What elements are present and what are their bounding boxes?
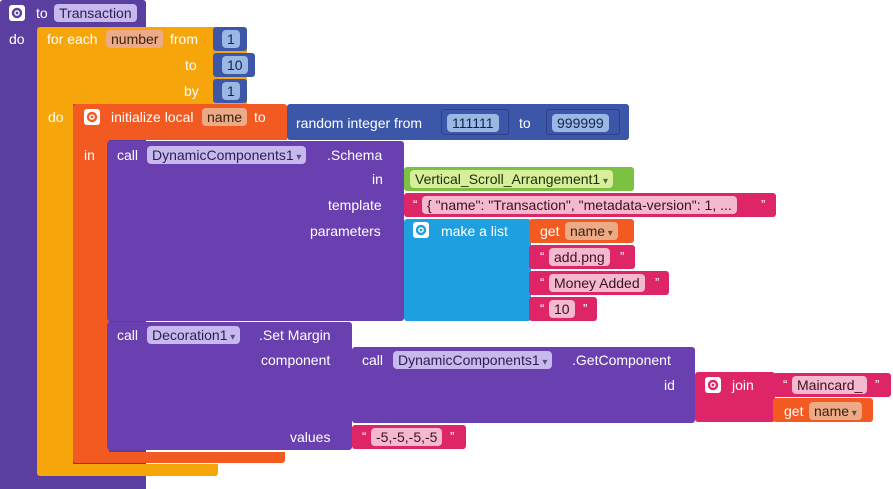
arrangement-dropdown[interactable]: Vertical_Scroll_Arrangement1	[410, 170, 614, 188]
close-quote-icon: ”	[875, 377, 880, 392]
margin-values-label: values	[290, 429, 331, 445]
gear-icon[interactable]	[9, 5, 25, 21]
get-variable-dropdown[interactable]: name	[565, 222, 618, 240]
for-each-do-label: do	[48, 109, 64, 125]
initialize-local-block[interactable]	[73, 104, 287, 140]
schema-call-label: call	[117, 147, 139, 163]
for-each-bottom	[37, 464, 218, 476]
random-integer-label: random integer from	[296, 115, 423, 131]
for-each-variable-field[interactable]: number	[106, 30, 164, 48]
margin-call-label: call	[117, 327, 139, 343]
close-quote-icon: ”	[583, 301, 588, 316]
procedure-name-field[interactable]: Transaction	[54, 4, 137, 22]
join-label: join	[732, 377, 754, 393]
procedure-do-label: do	[9, 31, 25, 47]
close-quote-icon: ”	[761, 197, 766, 212]
margin-component-dropdown[interactable]: Decoration1	[147, 326, 241, 344]
random-from-field[interactable]: 111111	[447, 114, 499, 132]
list-item-text-field[interactable]: add.png	[549, 248, 610, 266]
margin-values-field[interactable]: -5,-5,-5,-5	[371, 428, 443, 446]
local-variable-field[interactable]: name	[202, 108, 248, 126]
gear-icon[interactable]	[705, 377, 721, 393]
template-text-field[interactable]: { "name": "Transaction", "metadata-versi…	[422, 196, 737, 214]
get-component-method-label: .GetComponent	[572, 352, 671, 368]
join-get-variable-dropdown[interactable]: name	[809, 402, 862, 420]
join-text-field[interactable]: Maincard_	[792, 376, 868, 394]
close-quote-icon: ”	[620, 249, 625, 264]
procedure-bottom	[0, 478, 146, 489]
open-quote-icon: “	[540, 249, 545, 264]
initialize-in-label: in	[84, 147, 95, 163]
schema-method-label: .Schema	[327, 147, 383, 163]
from-number-field[interactable]: 1	[222, 30, 240, 48]
open-quote-icon: “	[413, 197, 418, 212]
list-item-text-field[interactable]: Money Added	[549, 274, 645, 292]
close-quote-icon: ”	[655, 275, 660, 290]
schema-parameters-label: parameters	[310, 223, 381, 239]
get-component-dropdown[interactable]: DynamicComponents1	[393, 351, 553, 369]
for-each-to-label: to	[185, 57, 197, 73]
open-quote-icon: “	[362, 429, 367, 444]
for-each-by-label: by	[184, 83, 199, 99]
for-each-from-label: from	[170, 31, 198, 47]
schema-in-label: in	[372, 171, 383, 187]
for-each-left-arm	[37, 104, 73, 468]
open-quote-icon: “	[783, 377, 788, 392]
list-item-text-field[interactable]: 10	[549, 300, 575, 318]
get-component-id-label: id	[664, 377, 675, 393]
initialize-local-left-arm	[73, 140, 109, 460]
gear-icon[interactable]	[84, 109, 100, 125]
margin-component-label: component	[261, 352, 331, 368]
join-get-label: get	[784, 403, 804, 419]
make-a-list-label: make a list	[441, 223, 508, 239]
to-number-field[interactable]: 10	[222, 56, 248, 74]
open-quote-icon: “	[540, 275, 545, 290]
by-number-field[interactable]: 1	[222, 82, 240, 100]
initialize-local-label: initialize local	[111, 109, 194, 125]
random-to-field[interactable]: 999999	[552, 114, 609, 132]
get-label: get	[540, 223, 560, 239]
schema-call-block[interactable]	[107, 141, 404, 321]
for-each-label: for each	[47, 31, 98, 47]
get-component-call-label: call	[362, 352, 384, 368]
gear-icon[interactable]	[413, 222, 429, 238]
initialize-to-label: to	[254, 109, 266, 125]
procedure-to-label: to	[36, 5, 48, 21]
schema-component-dropdown[interactable]: DynamicComponents1	[147, 146, 307, 164]
margin-method-label: .Set Margin	[259, 327, 331, 343]
close-quote-icon: ”	[450, 429, 455, 444]
initialize-local-bottom	[73, 452, 285, 463]
random-to-label: to	[519, 115, 531, 131]
schema-template-label: template	[328, 197, 382, 213]
open-quote-icon: “	[540, 301, 545, 316]
